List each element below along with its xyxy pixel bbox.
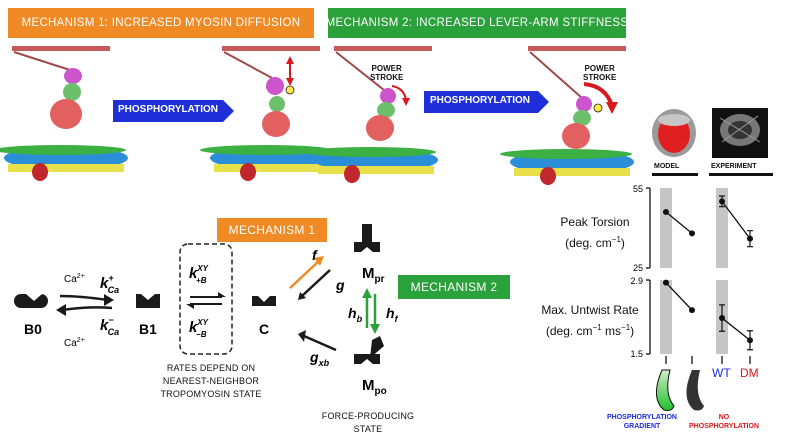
f-g-arrows (289, 256, 331, 300)
untwist-0-line (665, 282, 693, 311)
ca-transition-arrows (56, 294, 114, 316)
state-b0-icon (14, 294, 48, 308)
ca-bottom-label: Ca2+ (64, 337, 85, 349)
power-stroke-label-2: POWER STROKE (583, 64, 617, 82)
torsion-1-point-0 (719, 198, 725, 205)
phos-gradient-shape (656, 369, 675, 411)
myosin-panel-4 (500, 46, 634, 185)
force-note: FORCE-PRODUCING STATE (321, 411, 415, 434)
hf-rate-label: hf (386, 305, 399, 324)
state-mpr-icon (354, 224, 380, 252)
untwist-1-line (721, 317, 751, 341)
phosphorylation-arrow-1 (113, 100, 234, 122)
mechanism-1-tag: MECHANISM 1 (217, 218, 327, 242)
model-shade-bottom-1 (660, 280, 672, 354)
torsion-0-point-0 (663, 209, 669, 215)
torsion-1-line (721, 200, 751, 240)
mechanism-2-tag: MECHANISM 2 (398, 275, 510, 299)
ca-top-label: Ca2+ (64, 273, 85, 285)
myosin-panel-2 (200, 46, 334, 181)
mechanism-1-banner-text: MECHANISM 1: INCREASED MYOSIN DIFFUSION (21, 17, 301, 29)
phosphorylation-label-1: PHOSPHORYLATION (118, 104, 219, 115)
no-phos-shape (686, 370, 704, 411)
dm-label: DM (740, 366, 759, 380)
state-mpo-icon (354, 336, 384, 364)
mechanism-2-banner-text: MECHANISM 2: INCREASED LEVER-ARM STIFFNE… (325, 17, 629, 29)
experiment-header: EXPERIMENT (711, 163, 757, 170)
rates-note: RATES DEPEND ON NEAREST-NEIGHBOR TROPOMY… (160, 363, 262, 399)
model-shade-top-1 (660, 188, 672, 268)
gxb-arrow (298, 330, 337, 352)
gxb-rate-label: gxb (309, 349, 330, 368)
state-b0-label: B0 (24, 321, 42, 337)
rates-box (179, 243, 233, 355)
tick-top-min: 25 (633, 263, 643, 273)
kca-minus-label: k−Ca (100, 315, 119, 337)
model-header-rule (652, 173, 698, 176)
tick-bottom-min: 1.5 (630, 349, 643, 359)
state-mpr-label: Mpr (362, 265, 385, 285)
myosin-panel-1 (0, 46, 128, 181)
kca-plus-label: k+Ca (100, 273, 119, 295)
torsion-0-line (665, 211, 693, 234)
torsion-1-point-1 (747, 235, 753, 242)
phos-gradient-label: PHOSPHORYLATION GRADIENT (606, 414, 677, 430)
g-rate-label: g (335, 277, 345, 293)
no-phos-label: NO PHOSPHORYLATION (688, 414, 759, 430)
model-heart-icon (652, 109, 696, 157)
kb-plus-label: kXY+B (189, 264, 209, 285)
myosin-illustration (0, 46, 634, 185)
mechanism-2-banner: MECHANISM 2: INCREASED LEVER-ARM STIFFNE… (325, 8, 629, 38)
state-c-icon (252, 296, 276, 306)
phosphorylation-label-2: PHOSPHORYLATION (429, 95, 530, 106)
wt-label: WT (712, 366, 731, 380)
peak-torsion-label: Peak Torsion (deg. cm−1) (560, 215, 630, 250)
state-c-label: C (259, 321, 269, 337)
kinetic-scheme: B0 Ca2+ Ca2+ k+Ca k−Ca B1 kXY+B kXY−B C … (14, 224, 399, 397)
mechanism-1-banner: MECHANISM 1: INCREASED MYOSIN DIFFUSION (8, 8, 314, 38)
kb-transition-arrows (186, 292, 226, 309)
state-mpo-label: Mpo (362, 377, 387, 397)
experiment-mri-icon (712, 108, 768, 158)
untwist-rate-label: Max. Untwist Rate (deg. cm−1 ms−1) (541, 303, 639, 338)
untwist-1-point-1 (747, 337, 753, 344)
kb-minus-label: kXY−B (189, 318, 209, 339)
f-rate-label: f (312, 247, 318, 263)
tick-bottom-max: 2.9 (630, 276, 643, 286)
untwist-1-point-0 (719, 315, 725, 322)
phosphorylation-arrow-2 (424, 91, 549, 113)
hb-rate-label: hb (348, 305, 363, 324)
hb-hf-arrows (362, 288, 380, 334)
untwist-0-point-0 (663, 279, 669, 286)
gradient-shapes (656, 369, 704, 411)
power-stroke-label-1: POWER STROKE (370, 64, 404, 82)
myosin-panel-3 (304, 46, 438, 183)
state-b1-icon (136, 294, 160, 308)
untwist-0-point-1 (689, 307, 695, 314)
results-chart: 55 25 2.9 1.5 (630, 184, 753, 364)
torsion-0-point-1 (689, 230, 695, 237)
experiment-header-rule (709, 173, 773, 176)
state-b1-label: B1 (139, 321, 157, 337)
exp-shade-top-1 (716, 188, 728, 268)
tick-top-max: 55 (633, 184, 643, 194)
model-header: MODEL (654, 163, 680, 170)
